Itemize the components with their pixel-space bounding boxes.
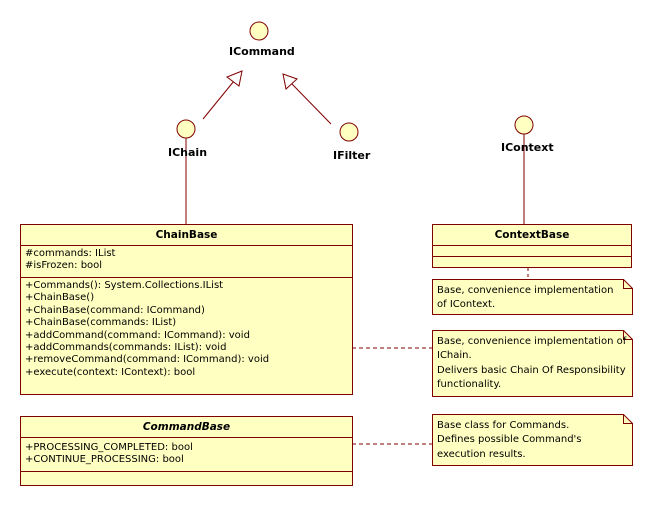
icontext-interface-circle — [514, 115, 534, 135]
chain-note-line: IChain. — [437, 350, 472, 362]
commandbase-attributes: +PROCESSING_COMPLETED: bool +CONTINUE_PR… — [21, 438, 352, 472]
command-note-fold — [623, 414, 633, 424]
ifilter-interface-circle — [339, 122, 359, 142]
chainbase-attribute: #isFrozen: bool — [25, 260, 103, 272]
commandbase-attribute: +PROCESSING_COMPLETED: bool — [25, 442, 193, 453]
commandbase-class-name: CommandBase — [21, 417, 352, 438]
chainbase-operation: +addCommand(command: ICommand): void — [25, 329, 250, 341]
commandbase-operations — [21, 472, 352, 486]
chain-note: Base, convenience implementation of ICha… — [433, 331, 627, 397]
contextbase-operations — [433, 257, 631, 268]
ichain-interface-circle — [176, 119, 196, 139]
icommand-interface-circle — [249, 21, 269, 41]
command-note-line: Defines possible Command's — [437, 434, 582, 446]
command-note: Base class for Commands. Defines possibl… — [433, 415, 623, 466]
chainbase-operation: +ChainBase() — [25, 292, 95, 304]
chainbase-operation: +ChainBase(commands: IList) — [25, 317, 177, 329]
chainbase-class-name: ChainBase — [21, 225, 352, 246]
icontext-label: IContext — [501, 141, 554, 154]
ichain-generalization-arrowhead — [225, 70, 243, 87]
chain-note-shape — [432, 330, 633, 397]
chainbase-operation: +removeCommand(command: ICommand): void — [25, 354, 270, 366]
chain-note-line: functionality. — [437, 379, 502, 391]
chainbase-attribute: #commands: IList — [25, 248, 116, 259]
chainbase-operation: +addCommands(commands: IList): void — [25, 341, 227, 353]
command-note-shape — [432, 414, 633, 466]
chainbase-class-box[interactable]: ChainBase #commands: IList #isFrozen: bo… — [20, 224, 353, 395]
chain-note-line: Delivers basic Chain Of Responsibility — [437, 364, 626, 376]
context-note-fold — [623, 279, 633, 289]
ichain-generalization-line — [202, 80, 235, 120]
context-note-shape — [432, 279, 633, 315]
ifilter-generalization-line — [291, 83, 332, 125]
chain-note-fold — [623, 330, 633, 340]
contextbase-attributes — [433, 246, 631, 257]
chainbase-operation: +Commands(): System.Collections.IList — [25, 280, 224, 291]
icommand-label: ICommand — [229, 45, 295, 58]
context-note: Base, convenience implementation of ICon… — [433, 280, 623, 317]
contextbase-class-box[interactable]: ContextBase — [432, 224, 632, 268]
ifilter-label: IFilter — [333, 149, 371, 162]
commandbase-class-box[interactable]: CommandBase +PROCESSING_COMPLETED: bool … — [20, 416, 353, 486]
chainbase-operation: +execute(context: IContext): bool — [25, 366, 196, 378]
chain-note-line: Base, convenience implementation of — [437, 336, 627, 347]
command-note-line: Base class for Commands. — [437, 420, 570, 431]
ifilter-generalization-arrowhead — [282, 73, 298, 90]
context-note-line: Base, convenience implementation — [437, 285, 614, 296]
chainbase-operation: +ChainBase(command: ICommand) — [25, 304, 205, 316]
contextbase-class-name: ContextBase — [433, 225, 631, 246]
chainbase-attributes: #commands: IList #isFrozen: bool — [21, 246, 352, 278]
command-note-line: execution results. — [437, 448, 526, 460]
chainbase-operations: +Commands(): System.Collections.IList +C… — [21, 278, 352, 381]
context-note-line: of IContext. — [437, 299, 496, 311]
ichain-label: IChain — [168, 146, 208, 159]
commandbase-attribute: +CONTINUE_PROCESSING: bool — [25, 454, 184, 466]
